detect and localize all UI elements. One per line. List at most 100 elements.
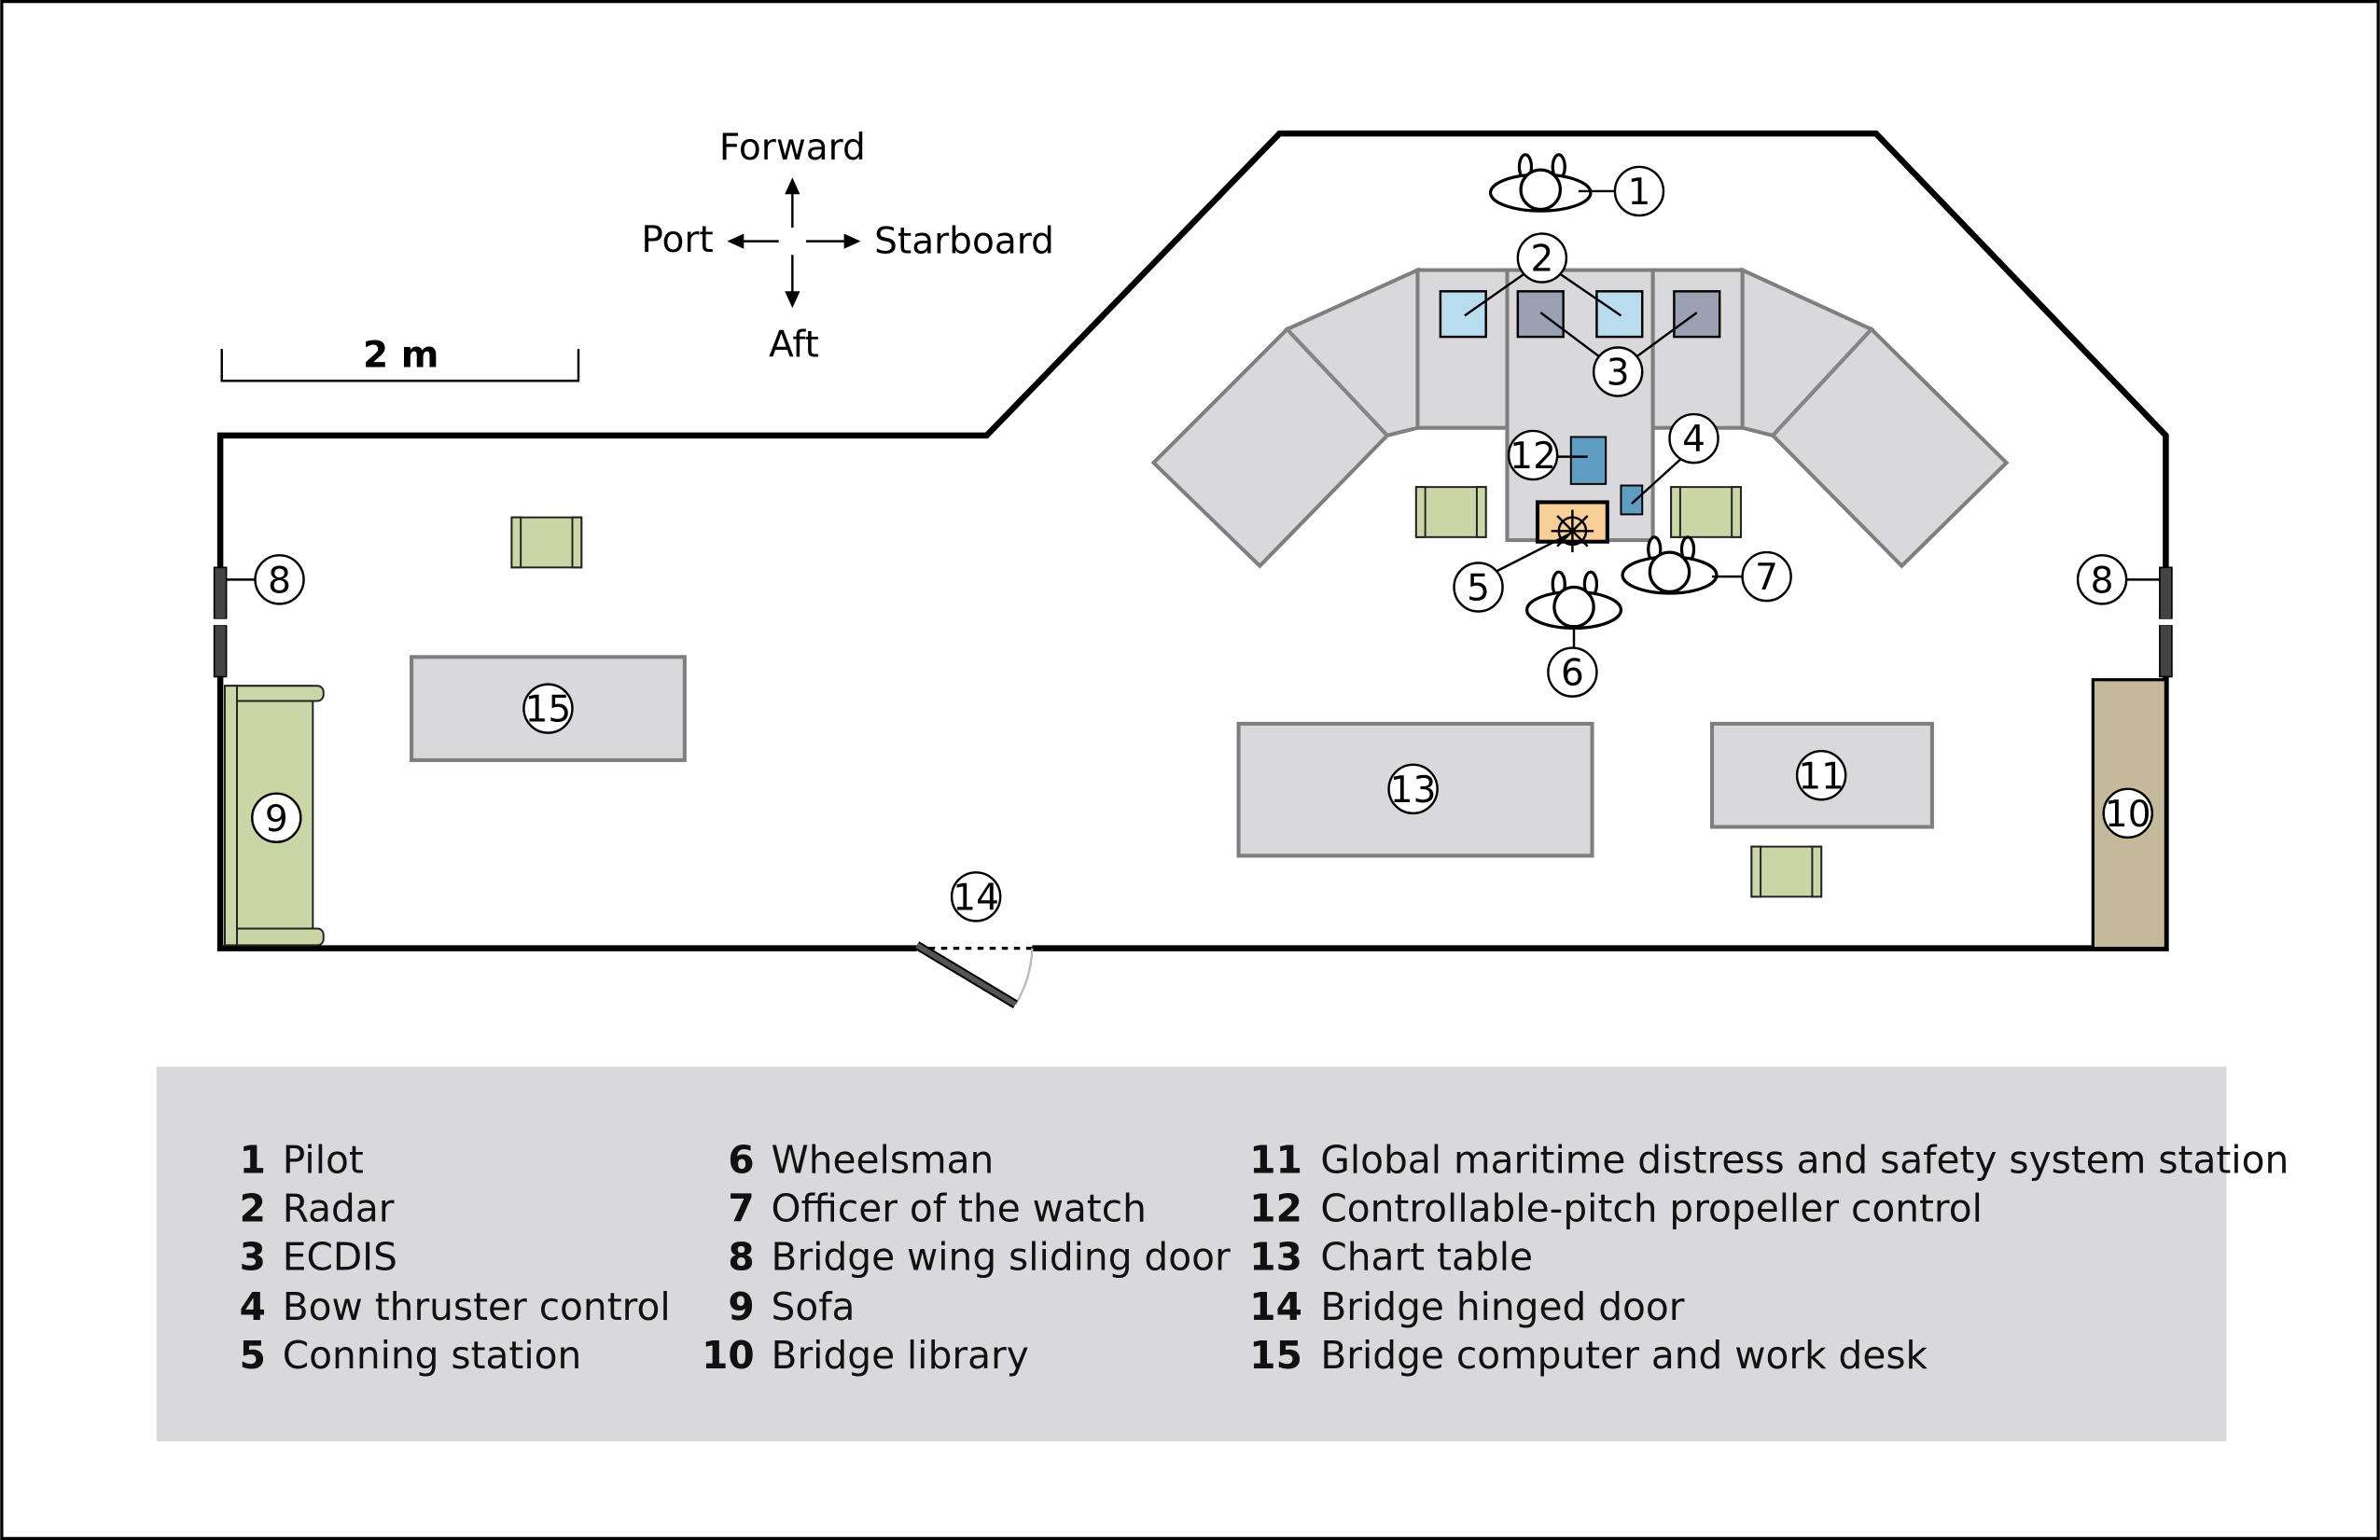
callout-circle [1795,749,1847,801]
sliding-door-port [211,566,230,678]
compass-port: Port [641,219,713,261]
callout-number: 1 [1628,172,1651,214]
callout-1: 1 [1613,165,1665,217]
legend-label: Officer of the watch [772,1186,1147,1230]
legend-item: 15 Bridge computer and work desk [1249,1333,1928,1378]
legend-number: 15 [1249,1333,1302,1378]
callout-number: 11 [1798,756,1844,798]
callout-number: 8 [268,560,291,602]
callout-12: 12 [1507,429,1559,481]
compass-forward: Forward [719,127,866,169]
legend-number: 4 [240,1284,266,1329]
callout-number: 6 [1561,653,1584,695]
callout-13: 13 [1387,763,1439,815]
callout-circle [251,792,302,843]
callout-circle [1507,429,1559,481]
scale-bar: 2 m [220,335,580,382]
legend-panel [156,1066,2227,1442]
callout-11: 11 [1795,749,1847,801]
callout-8: 8 [254,554,305,605]
legend-number: 13 [1249,1234,1302,1279]
legend-item: 4 Bow thruster control [240,1284,671,1329]
legend-label: Pilot [283,1137,364,1182]
legend-item: 7 Officer of the watch [728,1186,1146,1230]
chair [510,516,583,569]
compass: Forward Aft Port Starboard [641,127,1053,366]
callout-circle [254,554,305,605]
compass-aft: Aft [769,324,819,366]
cpp-control [1569,436,1608,485]
radar-screen [1439,290,1487,339]
legend-label: Bridge computer and work desk [1320,1333,1928,1378]
callout-circle [1516,232,1568,284]
callout-6: 6 [1547,646,1598,698]
callout-3: 3 [1592,346,1644,397]
legend-number: 7 [728,1186,754,1230]
chair [1670,486,1742,538]
callout-number: 2 [1530,239,1553,281]
legend-number: 10 [702,1333,755,1378]
callout-circle [1592,346,1644,397]
legend-item: 12 Controllable-pitch propeller control [1249,1186,1983,1230]
legend-label: Radar [283,1186,395,1230]
callout-9: 9 [251,792,302,843]
legend-label: ECDIS [283,1234,397,1279]
callout-circle [950,871,1002,923]
legend-label: Sofa [772,1284,856,1329]
legend-label: Bridge wing sliding door [772,1234,1231,1279]
person-icon-wheelsman [1524,570,1623,631]
ecdis-screen [1516,290,1565,339]
chair [1414,486,1487,538]
gmdss-station [1710,721,1934,829]
legend-label: Bow thruster control [283,1284,671,1329]
legend-label: Wheelsman [772,1137,995,1182]
legend-item: 13 Chart table [1249,1234,1533,1279]
steering-wheel-icon [1551,509,1594,553]
callout-circle [1547,646,1598,698]
callout-circle [1387,763,1439,815]
legend-number: 12 [1249,1186,1302,1230]
legend-label: Bridge hinged door [1320,1284,1684,1329]
callout-circle [1613,165,1665,217]
person-icon-officer [1621,535,1719,595]
bow-thruster-control [1620,484,1644,516]
legend-item: 14 Bridge hinged door [1249,1284,1684,1329]
callout-8: 8 [2076,554,2128,605]
callout-15: 15 [522,683,574,734]
callout-number: 3 [1607,353,1630,395]
legend-number: 9 [728,1284,754,1329]
legend-item: 3 ECDIS [240,1234,397,1279]
callout-circle [2076,554,2128,605]
sofa [224,685,325,947]
legend-label: Chart table [1320,1234,1533,1279]
callout-number: 8 [2091,560,2114,602]
legend-number: 14 [1249,1284,1302,1329]
callout-circle [1453,562,1504,613]
legend-number: 3 [240,1234,266,1279]
ecdis-screen [1673,290,1721,339]
legend-label: Controllable-pitch propeller control [1320,1186,1983,1230]
legend-number: 5 [240,1333,266,1378]
legend-label: Global maritime distress and safety syst… [1320,1137,2289,1182]
person-icon-pilot [1488,153,1593,213]
callout-number: 7 [1755,557,1778,599]
callout-number: 12 [1510,436,1556,478]
callout-5: 5 [1453,562,1504,613]
legend-item: 8 Bridge wing sliding door [728,1234,1231,1279]
callout-14: 14 [950,871,1002,923]
hinged-door [914,941,1034,1008]
callout-number: 4 [1682,419,1705,461]
callout-number: 14 [953,877,999,919]
callout-2: 2 [1516,232,1568,284]
callout-circle [522,683,574,734]
legend-number: 8 [728,1234,754,1279]
chair [1750,845,1823,898]
sliding-door-starboard [2156,566,2176,678]
legend-number: 1 [240,1137,266,1182]
callout-circle [2102,787,2153,839]
